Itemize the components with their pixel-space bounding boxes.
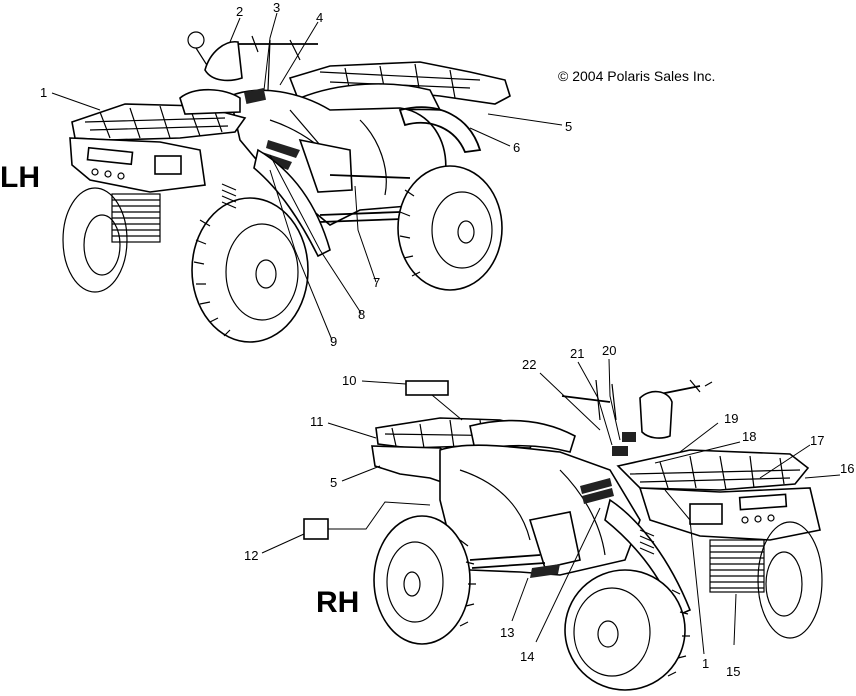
left-leader-lines	[51, 12, 563, 341]
callout-left-9: 9	[330, 334, 337, 349]
right-side-label: RH	[316, 586, 359, 619]
callout-left-7: 7	[373, 275, 380, 290]
callout-left-2: 2	[236, 4, 243, 19]
callout-right-17: 17	[810, 433, 824, 448]
callout-left-3: 3	[273, 0, 280, 15]
left-side-label: LH	[0, 161, 40, 194]
callout-right-21: 21	[570, 346, 584, 361]
left-callouts: 1 2 3 4 5 6 7 8 9	[40, 0, 572, 349]
atv-left-view-illustration	[62, 31, 511, 343]
callout-left-8: 8	[358, 307, 365, 322]
right-callouts: 10 11 5 12 13 14 1 15 16 17 18 19 20 21 …	[244, 343, 854, 679]
decal-12-rectangle	[303, 518, 329, 540]
right-leader-lines	[261, 358, 841, 655]
callout-left-4: 4	[316, 10, 323, 25]
callout-right-16: 16	[840, 461, 854, 476]
callout-right-14: 14	[520, 649, 534, 664]
callout-right-15: 15	[726, 664, 740, 679]
atv-right-view-illustration	[371, 379, 823, 691]
decal-10-rectangle	[405, 380, 449, 396]
callout-right-11: 11	[310, 414, 324, 429]
callout-left-5: 5	[565, 119, 572, 134]
callout-right-1: 1	[702, 656, 709, 671]
callout-right-5: 5	[330, 475, 337, 490]
callout-left-6: 6	[513, 140, 520, 155]
callout-right-19: 19	[724, 411, 738, 426]
callout-left-1: 1	[40, 85, 47, 100]
copyright-text: © 2004 Polaris Sales Inc.	[558, 68, 715, 84]
callout-right-22: 22	[522, 357, 536, 372]
callout-right-18: 18	[742, 429, 756, 444]
callout-right-10: 10	[342, 373, 356, 388]
callout-right-13: 13	[500, 625, 514, 640]
callout-right-20: 20	[602, 343, 616, 358]
callout-right-12: 12	[244, 548, 258, 563]
